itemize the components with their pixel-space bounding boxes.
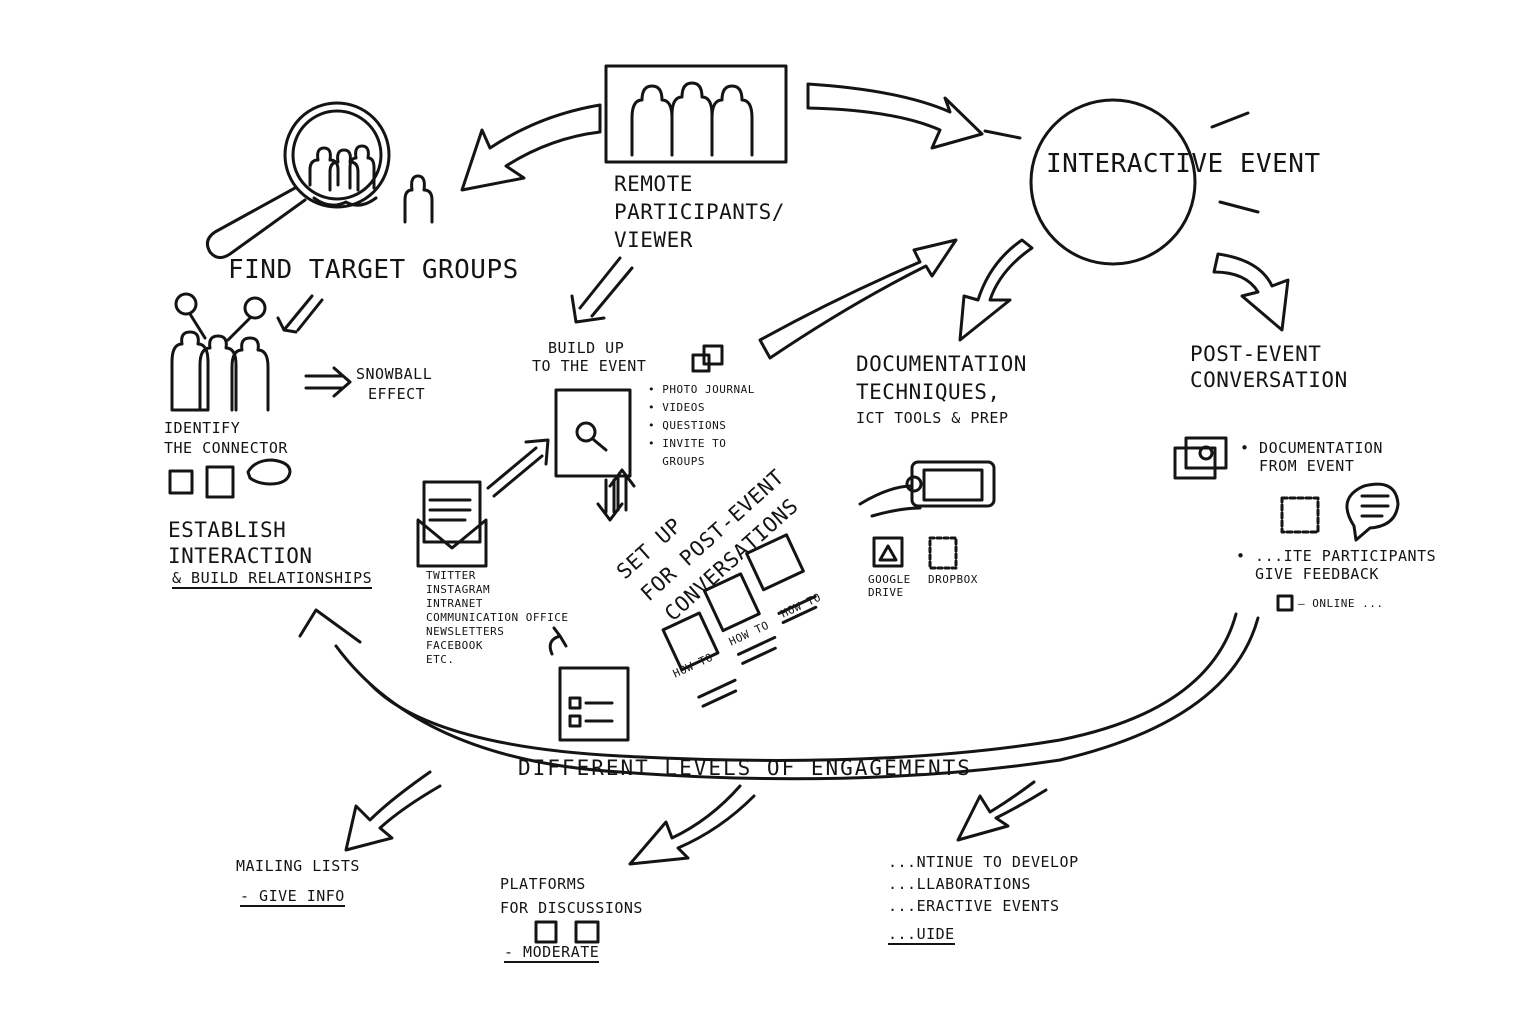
arrow-event-to-documentation — [958, 238, 1034, 342]
platforms-label-3: - MODERATE — [504, 943, 600, 964]
buildup-item-3: • INVITE TO — [648, 437, 727, 450]
buildup-item-0: • PHOTO JOURNAL — [648, 383, 755, 396]
doc-tool-google-drive: GOOGLE DRIVE — [868, 573, 911, 599]
post-event-label-1: POST-EVENT — [1190, 342, 1322, 366]
continue-label-4: ...UIDE — [888, 925, 955, 946]
checklist-icon — [558, 666, 630, 742]
platforms-label-2: FOR DISCUSSIONS — [500, 899, 643, 917]
identify-label-1: IDENTIFY — [164, 419, 241, 437]
channel-6: ETC. — [426, 653, 455, 666]
buildup-item-2: • QUESTIONS — [648, 419, 727, 432]
arrow-to-mailing — [344, 770, 442, 852]
channel-0: TWITTER — [426, 569, 476, 582]
arrow-screen-to-event — [806, 82, 984, 150]
channel-3: COMMUNICATION OFFICE — [426, 611, 569, 624]
arrow-target-to-connector — [276, 294, 324, 334]
arrow-to-continue — [956, 780, 1048, 842]
snowball-label-2: EFFECT — [368, 385, 426, 403]
arrow-channels-to-buildup — [486, 438, 550, 498]
phone-in-hand-icon — [858, 460, 996, 518]
identify-label-2: THE CONNECTOR — [164, 439, 288, 457]
channels-envelope-icon — [416, 480, 488, 568]
mailing-label-2: - GIVE INFO — [240, 887, 345, 908]
remote-label-1: REMOTE — [614, 172, 693, 196]
howto-docs-icon — [661, 533, 818, 708]
arrow-screen-to-target — [460, 103, 602, 192]
remote-label-2: PARTICIPANTS/ — [614, 200, 785, 224]
establish-label-2: INTERACTION — [168, 544, 313, 568]
establish-label-1: ESTABLISH — [168, 518, 287, 542]
channel-2: INTRANET — [426, 597, 483, 610]
feedback-item-1: • ...ITE PARTICIPANTS — [1236, 547, 1437, 565]
channel-1: INSTAGRAM — [426, 583, 491, 596]
magnifier-icon — [205, 101, 434, 259]
buildup-document-icon — [554, 388, 632, 478]
interactive-event-label-1: INTERACTIVE EVENT — [1046, 149, 1321, 179]
documentation-label-2: TECHNIQUES, — [856, 380, 1001, 404]
connector-group-icon — [170, 292, 270, 412]
buildup-item-1: • VIDEOS — [648, 401, 705, 414]
continue-label-1: ...NTINUE TO DEVELOP — [888, 853, 1079, 871]
establish-label-3: & BUILD RELATIONSHIPS — [172, 569, 373, 590]
engagement-arc-arrow — [334, 616, 1260, 781]
buildup-label-1: BUILD UP — [548, 339, 625, 357]
documentation-label-1: DOCUMENTATION — [856, 352, 1027, 376]
documentation-label-3: ICT TOOLS & PREP — [856, 409, 1009, 427]
arrow-event-to-post — [1212, 252, 1290, 332]
arrow-buildup-to-event — [758, 238, 958, 360]
buildup-label-2: TO THE EVENT — [532, 357, 647, 375]
arrow-to-platforms — [628, 784, 756, 866]
snowball-label-1: SNOWBALL — [356, 365, 433, 383]
remote-label-3: VIEWER — [614, 228, 693, 252]
doc-tool-dropbox: DROPBOX — [928, 573, 978, 586]
online-note: — ONLINE ... — [1298, 597, 1384, 610]
post-item-1: • DOCUMENTATION — [1240, 439, 1383, 457]
levels-label: DIFFERENT LEVELS OF ENGAGEMENTS — [518, 756, 972, 780]
interactive-event-circle — [1029, 98, 1197, 266]
buildup-item-4: GROUPS — [648, 455, 705, 468]
feedback-item-2: GIVE FEEDBACK — [1236, 565, 1379, 583]
continue-label-2: ...LLABORATIONS — [888, 875, 1031, 893]
arrow-remote-to-buildup — [570, 256, 634, 324]
find-target-label: FIND TARGET GROUPS — [228, 255, 519, 285]
post-item-2: FROM EVENT — [1240, 457, 1355, 475]
channel-5: FACEBOOK — [426, 639, 483, 652]
mailing-label-1: MAILING LISTS — [236, 857, 360, 875]
platforms-label-1: PLATFORMS — [500, 875, 586, 893]
channel-4: NEWSLETTERS — [426, 625, 505, 638]
continue-label-3: ...ERACTIVE EVENTS — [888, 897, 1060, 915]
post-event-label-2: CONVERSATION — [1190, 368, 1348, 392]
arrow-snowball — [304, 366, 352, 398]
remote-screen-icon — [604, 64, 788, 164]
